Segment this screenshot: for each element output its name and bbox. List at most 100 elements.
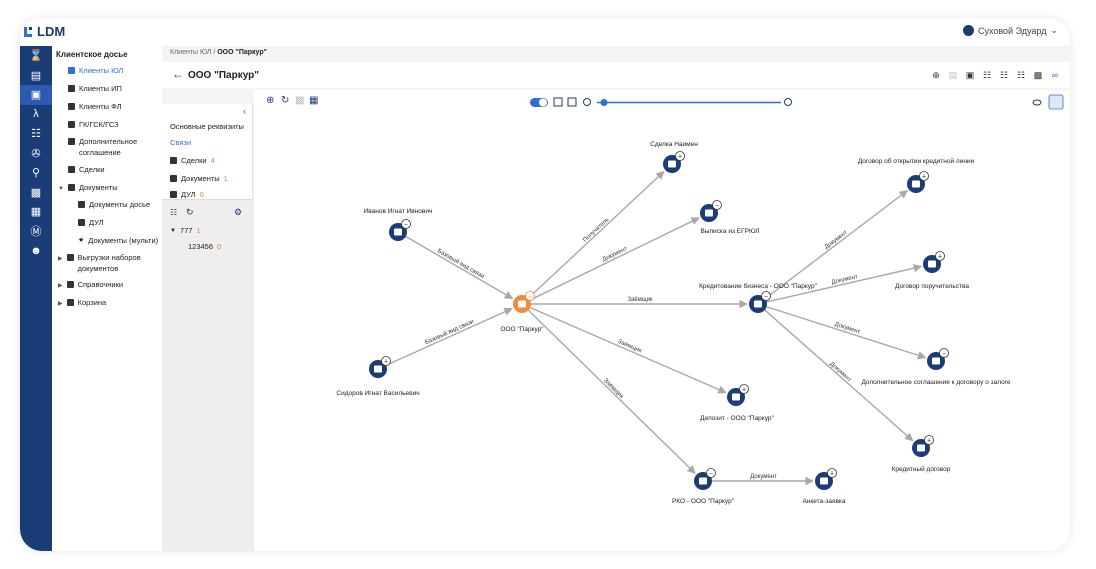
rail-search-icon[interactable]: ⚲ bbox=[31, 167, 41, 180]
rail-folder-icon[interactable]: ▦ bbox=[30, 206, 42, 219]
sidebar-item-groups[interactable]: ГК/ГСК/ГСЗ bbox=[68, 119, 119, 130]
rail-clients-icon[interactable]: ▣ bbox=[20, 85, 52, 105]
add-node-icon[interactable]: ⊕ bbox=[266, 95, 275, 106]
tree-item-777[interactable]: ▼ 777 1 bbox=[170, 226, 201, 235]
node-toggle[interactable] bbox=[827, 468, 837, 478]
node-toggle[interactable] bbox=[939, 348, 949, 358]
node-toggle[interactable] bbox=[401, 219, 411, 229]
sidebar-item-deals[interactable]: Сделки bbox=[68, 164, 105, 175]
node-toggle[interactable] bbox=[675, 151, 685, 161]
building-icon bbox=[68, 67, 75, 74]
rail-hourglass-icon[interactable]: ⌛ bbox=[29, 50, 43, 63]
graph-edge[interactable] bbox=[766, 306, 927, 360]
graph-edge[interactable] bbox=[385, 307, 513, 366]
graph-node-kredit[interactable]: −Кредитование бизнеса - ООО "Паркур" bbox=[699, 282, 818, 313]
rail-chat-icon[interactable]: ✇ bbox=[31, 147, 41, 160]
user-menu[interactable]: Суховой Эдуард ⌄ bbox=[962, 25, 1058, 36]
link-icon[interactable]: ∞ bbox=[1051, 70, 1059, 80]
graph-edge[interactable] bbox=[528, 170, 665, 299]
rail-user-id-icon[interactable]: ☻ bbox=[30, 244, 42, 257]
relations-graph[interactable]: ⊕ ↻ ▩ ▦ bbox=[254, 90, 1070, 551]
refresh-icon[interactable]: ↻ bbox=[186, 207, 194, 217]
sidebar-item-clients-ul[interactable]: Клиенты ЮЛ bbox=[68, 65, 123, 76]
delete-icon[interactable]: ▩ bbox=[1033, 70, 1043, 80]
rail-archive-icon[interactable]: ▩ bbox=[30, 186, 42, 199]
back-arrow-icon[interactable]: ← bbox=[172, 67, 184, 81]
fit-screen-icon[interactable] bbox=[553, 97, 563, 107]
tab-main-details[interactable]: Основные реквизиты bbox=[170, 122, 244, 131]
table-view-icon[interactable]: ▦ bbox=[309, 95, 319, 106]
sidebar-item-multi-docs[interactable]: ★Документы (мульти) bbox=[78, 235, 158, 246]
file-add-icon[interactable]: ☷ bbox=[1016, 70, 1026, 80]
save-icon[interactable]: ▤ bbox=[948, 70, 958, 80]
import-icon[interactable]: ☷ bbox=[999, 70, 1009, 80]
sidebar-item-clients-fl[interactable]: Клиенты ФЛ bbox=[68, 101, 122, 112]
sidebar-item-exports[interactable]: ▶Выгрузки наборов документов bbox=[58, 252, 158, 274]
hide-icon[interactable] bbox=[1048, 94, 1064, 110]
graph-edge[interactable] bbox=[527, 309, 696, 474]
sidebar-item-trash[interactable]: ▶Корзина bbox=[58, 297, 106, 310]
node-toggle[interactable] bbox=[761, 291, 771, 301]
panel-link-dul[interactable]: ДУЛ 0 bbox=[170, 190, 204, 199]
tree-item-123456[interactable]: 123456 0 bbox=[188, 242, 221, 251]
graph-delete-icon[interactable]: ▩ bbox=[295, 95, 305, 106]
panel-link-deals[interactable]: Сделки 4 bbox=[170, 156, 215, 165]
graph-node-ivanov[interactable]: −Иванов Игнат Ивнович bbox=[364, 208, 433, 241]
tab-relations[interactable]: Связи bbox=[170, 138, 191, 147]
graph-node-egrul[interactable]: −Выписка из ЕГРЮЛ bbox=[700, 200, 759, 236]
graph-node-kreddog[interactable]: +Кредитный договор bbox=[892, 435, 951, 474]
sidebar-item-additional-agreement[interactable]: Дополнительное соглашение bbox=[68, 136, 156, 158]
sidebar-item-dictionaries[interactable]: ▶Справочники bbox=[58, 279, 123, 292]
rail-dollar-icon[interactable]: Ⓜ bbox=[30, 226, 42, 239]
graph-node-deposit[interactable]: +Депозит - ООО "Паркур" bbox=[700, 384, 775, 423]
graph-node-sidorov[interactable]: +Сидоров Игнат Васильевич bbox=[336, 356, 420, 398]
node-toggle[interactable] bbox=[712, 200, 722, 210]
eye-icon[interactable] bbox=[1032, 99, 1042, 106]
node-toggle[interactable] bbox=[739, 384, 749, 394]
rail-documents-icon[interactable]: ☷ bbox=[31, 128, 41, 141]
zoom-slider-handle[interactable] bbox=[600, 99, 608, 106]
graph-nodes: −ООО "Паркур" −Иванов Игнат Ивнович +Сидор… bbox=[336, 141, 1011, 505]
graph-node-center[interactable]: −ООО "Паркур" bbox=[500, 291, 544, 334]
settings-icon[interactable]: ⚙ bbox=[234, 207, 243, 217]
graph-edge[interactable] bbox=[529, 306, 727, 394]
node-toggle[interactable] bbox=[706, 468, 716, 478]
graph-edge[interactable] bbox=[764, 309, 914, 442]
sidebar-item-dossier-docs[interactable]: Документы досье bbox=[78, 199, 150, 210]
sidebar-item-clients-ip[interactable]: Клиенты ИП bbox=[68, 83, 122, 94]
export-icon[interactable]: ☷ bbox=[982, 70, 992, 80]
collapse-icon[interactable]: ‹ bbox=[243, 106, 246, 116]
zoom-out-icon[interactable] bbox=[583, 98, 591, 106]
node-toggle[interactable] bbox=[525, 291, 535, 301]
rail-lambda-icon[interactable]: λ bbox=[33, 108, 39, 121]
panel-link-documents[interactable]: Документы 1 bbox=[170, 174, 228, 183]
graph-edge[interactable] bbox=[405, 235, 514, 300]
node-toggle[interactable] bbox=[935, 251, 945, 261]
node-toggle[interactable] bbox=[924, 435, 934, 445]
sidebar-item-label: Документы досье bbox=[89, 200, 151, 209]
graph-node-dopsogl[interactable]: −Дополнительное соглашение к договору о … bbox=[861, 348, 1011, 387]
node-toggle[interactable] bbox=[919, 171, 929, 181]
graph-edge[interactable] bbox=[764, 190, 908, 300]
focus-icon[interactable] bbox=[567, 97, 577, 107]
add-circle-icon[interactable]: ⊕ bbox=[932, 70, 940, 80]
graph-node-anketa[interactable]: +Анкета-заявка bbox=[802, 468, 846, 506]
graph-edge[interactable] bbox=[529, 217, 700, 301]
graph-node-dogkl[interactable]: +Договор об открытии кредитной линии bbox=[858, 157, 975, 193]
zoom-in-icon[interactable] bbox=[784, 98, 792, 106]
node-toggle[interactable] bbox=[381, 356, 391, 366]
caret-right-icon: ▶ bbox=[58, 283, 63, 289]
add-folder-icon[interactable]: ☷ bbox=[170, 208, 178, 217]
briefcase-icon[interactable]: ▣ bbox=[965, 70, 975, 80]
app-logo[interactable]: LDM bbox=[24, 24, 65, 39]
graph-refresh-icon[interactable]: ↻ bbox=[281, 95, 290, 106]
sidebar-item-documents[interactable]: ▼Документы bbox=[58, 182, 118, 195]
graph-node-dogpor[interactable]: +Договор поручительства bbox=[895, 251, 969, 291]
rail-database-icon[interactable]: ▤ bbox=[30, 69, 42, 82]
graph-node-naim[interactable]: +Сделка Наимен bbox=[650, 141, 698, 173]
breadcrumb-root[interactable]: Клиенты ЮЛ bbox=[170, 49, 212, 56]
graph-edge[interactable] bbox=[766, 264, 923, 303]
expand-icon: + bbox=[927, 438, 931, 445]
graph-node-rko[interactable]: −РКО - ООО "Паркур" bbox=[672, 468, 735, 506]
sidebar-item-dul[interactable]: ДУЛ bbox=[78, 217, 104, 228]
